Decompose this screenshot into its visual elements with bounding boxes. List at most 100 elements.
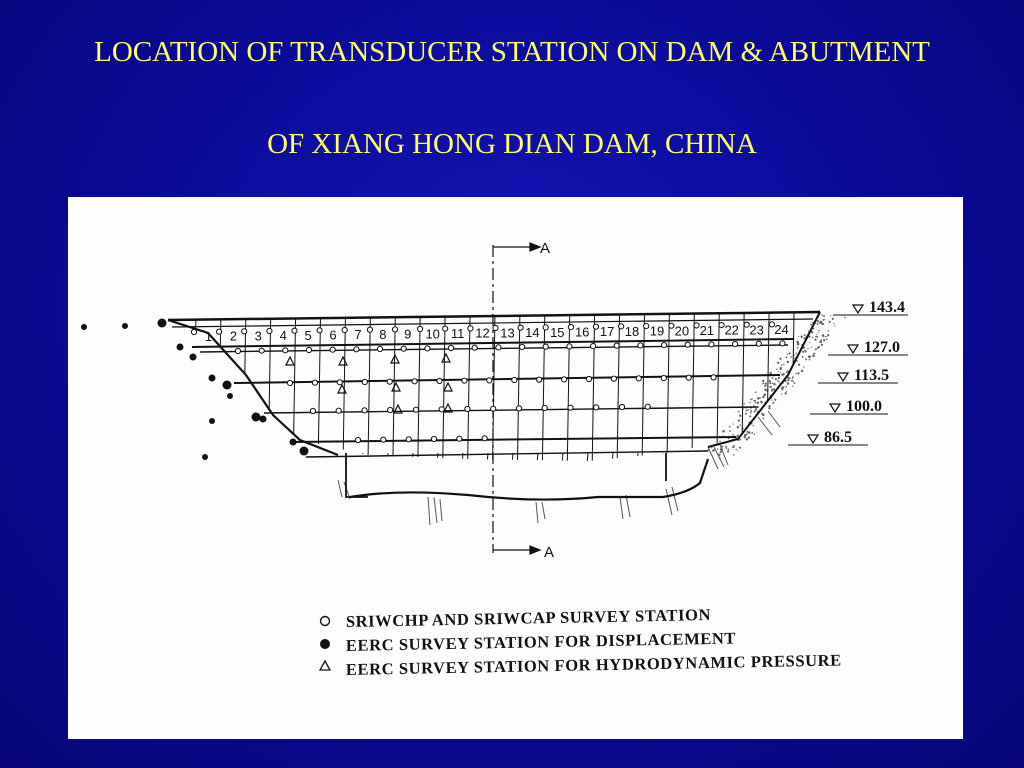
rock-stipple (754, 408, 758, 411)
rock-stipple (761, 395, 765, 399)
survey-station (668, 322, 675, 329)
rock-stipple (720, 445, 724, 448)
rock-stipple (827, 329, 830, 332)
survey-station (643, 323, 650, 330)
block-joint (740, 312, 745, 461)
rock-stipple (737, 439, 740, 442)
rock-stipple (803, 366, 805, 368)
survey-station (258, 347, 265, 354)
survey-station (515, 405, 523, 412)
block-joint (217, 312, 222, 461)
block-joint (690, 312, 695, 461)
rock-hatch (713, 446, 725, 468)
block-number: 13 (500, 325, 514, 340)
block-number: 15 (550, 325, 564, 340)
survey-station (567, 324, 574, 331)
rock-stipple (803, 334, 806, 336)
rock-stipple (802, 350, 805, 353)
survey-station (305, 346, 313, 354)
rock-stipple (816, 335, 819, 338)
block-joint (267, 312, 272, 461)
block-joint (715, 312, 720, 461)
displacement-station (157, 318, 167, 328)
survey-station (266, 327, 273, 335)
block-joint (292, 312, 297, 461)
rock-hatch (619, 496, 624, 520)
survey-station (464, 405, 471, 413)
rock-stipple (732, 423, 734, 425)
block-joint (466, 312, 471, 461)
survey-station (438, 406, 445, 413)
survey-station (519, 343, 526, 351)
rock-stipple (782, 373, 785, 376)
rock-stipple (777, 376, 781, 380)
block-joint (516, 312, 521, 461)
rock-stipple (810, 323, 812, 325)
survey-station (541, 404, 548, 412)
rock-stipple (804, 350, 807, 353)
rock-stipple (764, 384, 767, 388)
pressure-station (441, 352, 451, 363)
rock-stipple (719, 450, 722, 454)
rock-stipple (745, 433, 748, 436)
rock-stipple (779, 357, 782, 360)
survey-station (380, 436, 387, 443)
rock-stipple (769, 385, 772, 389)
legend-item-hydrodynamic: EERC SURVEY STATION FOR HYDRODYNAMIC PRE… (346, 650, 842, 679)
displacement-station (251, 412, 261, 422)
survey-station (492, 324, 499, 332)
displacement-station (189, 353, 197, 361)
rock-hatch (767, 410, 781, 428)
foundation-joint (433, 452, 439, 461)
rock-stipple (747, 436, 751, 439)
survey-station (561, 376, 568, 383)
survey-station (336, 379, 343, 386)
survey-station (490, 405, 497, 412)
rock-stipple (834, 325, 836, 327)
gallery-line (263, 406, 759, 414)
rock-hatch (665, 488, 673, 516)
rock-stipple (800, 335, 803, 338)
rock-stipple (821, 334, 825, 337)
slide-title-line-2: OF XIANG HONG DIAN DAM, CHINA (267, 128, 757, 160)
rock-stipple (797, 335, 800, 337)
survey-station (366, 326, 373, 333)
rock-stipple (727, 448, 730, 451)
rock-stipple (771, 399, 773, 401)
block-joint-lines (192, 312, 795, 461)
displacement-station (299, 446, 309, 456)
open-circle-icon (319, 615, 331, 627)
survey-station (768, 321, 776, 328)
rock-stipple (736, 435, 739, 438)
block-joint (641, 312, 645, 461)
rock-stipple (769, 371, 772, 375)
survey-station (590, 343, 597, 350)
survey-station (309, 407, 317, 415)
block-joint (192, 312, 197, 461)
displacement-station (81, 324, 87, 330)
block-number: 1 (205, 329, 212, 344)
rock-stipple (814, 348, 817, 351)
survey-station (467, 325, 474, 332)
block-number: 7 (354, 327, 361, 342)
survey-station (353, 346, 360, 353)
rock-stipple (761, 412, 763, 415)
rock-stipple (796, 360, 798, 362)
survey-station (391, 326, 399, 333)
rock-stipple (745, 409, 748, 412)
rock-hatch (535, 501, 539, 524)
rock-stipple (781, 393, 783, 395)
block-number: 17 (600, 324, 614, 339)
elevation-triangle-icon (836, 372, 850, 383)
rock-stipple (772, 388, 776, 391)
rock-stipple (796, 342, 800, 346)
survey-station (779, 340, 786, 347)
block-joint (441, 312, 446, 461)
block-number: 2 (230, 329, 237, 344)
block-number: 14 (525, 325, 539, 340)
rock-stipple (764, 382, 767, 385)
survey-station (471, 344, 478, 351)
survey-station (613, 342, 620, 349)
rock-stipple (810, 330, 814, 334)
rock-stipple (807, 347, 809, 350)
